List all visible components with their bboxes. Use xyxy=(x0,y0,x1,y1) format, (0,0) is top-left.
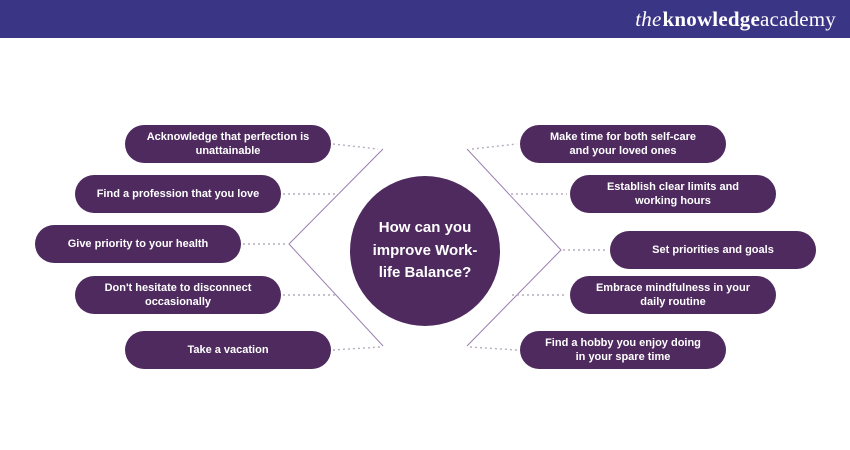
logo-word-academy: academy xyxy=(759,6,836,31)
logo-word-knowledge: knowledge xyxy=(662,6,760,31)
right-bubble-3: Set priorities and goals xyxy=(610,231,816,269)
right-bubble-4: Embrace mindfulness in your daily routin… xyxy=(570,276,776,314)
left-bubble-5: Take a vacation xyxy=(125,331,331,369)
right-dotted-1 xyxy=(471,143,518,150)
left-bubble-2-label: Find a profession that you love xyxy=(96,187,260,200)
right-bubble-2: Establish clear limits and working hours xyxy=(570,175,776,213)
left-bubble-4: Don't hesitate to disconnect occasionall… xyxy=(75,276,281,314)
brand-logo: theknowledgeacademy xyxy=(635,7,836,32)
left-bubble-1-label: Acknowledge that perfection is unattaina… xyxy=(146,130,310,157)
left-bubble-3: Give priority to your health xyxy=(35,225,241,263)
right-dotted-5 xyxy=(469,346,518,351)
right-bubble-2-label: Establish clear limits and working hours xyxy=(606,180,740,207)
right-bubble-5: Find a hobby you enjoy doing in your spa… xyxy=(520,331,726,369)
right-bubble-1-label: Make time for both self-care and your lo… xyxy=(549,130,697,157)
center-topic-circle: How can you improve Work-life Balance? xyxy=(350,176,500,326)
left-bubble-2: Find a profession that you love xyxy=(75,175,281,213)
right-bubble-3-label: Set priorities and goals xyxy=(652,243,774,256)
right-bubble-5-label: Find a hobby you enjoy doing in your spa… xyxy=(545,336,701,363)
left-dotted-5 xyxy=(332,346,381,351)
left-bubble-4-label: Don't hesitate to disconnect occasionall… xyxy=(104,281,252,308)
right-bubble-4-label: Embrace mindfulness in your daily routin… xyxy=(595,281,751,308)
left-bubble-3-label: Give priority to your health xyxy=(67,237,209,250)
left-bubble-1: Acknowledge that perfection is unattaina… xyxy=(125,125,331,163)
center-topic-text: How can you improve Work-life Balance? xyxy=(372,219,478,282)
header-bar: theknowledgeacademy xyxy=(0,0,850,38)
left-dotted-1 xyxy=(332,143,379,150)
logo-word-the: the xyxy=(635,6,662,31)
left-bubble-5-label: Take a vacation xyxy=(187,343,269,356)
right-bubble-1: Make time for both self-care and your lo… xyxy=(520,125,726,163)
